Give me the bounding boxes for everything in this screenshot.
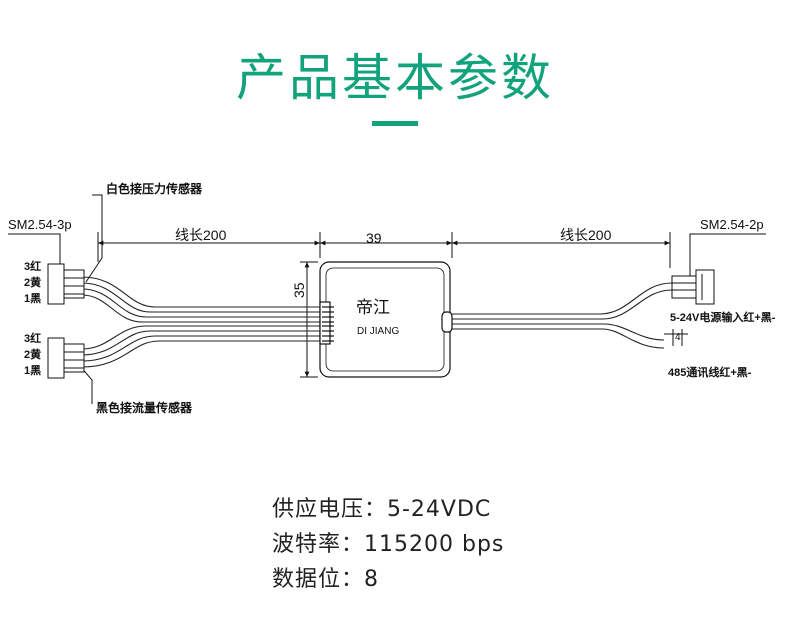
pin-lower-1: 1黑 — [24, 364, 41, 377]
right-length-label: 线长200 — [560, 227, 612, 243]
white-sensor-label: 白色接压力传感器 — [106, 181, 203, 196]
page-title: 产品基本参数 — [236, 49, 554, 107]
pin-lower-2: 2黄 — [24, 347, 41, 361]
connector-right — [671, 269, 715, 305]
module-box — [319, 261, 453, 378]
comm-label: 485通讯线红+黑- — [668, 365, 752, 379]
spec-list: 供应电压：5-24VDC 波特率：115200 bps 数据位：8 — [272, 492, 504, 597]
spec-data-bits: 数据位：8 — [272, 567, 379, 592]
connector-upper — [47, 263, 85, 305]
leader-lines — [8, 194, 766, 404]
brand-en: DI JIANG — [357, 326, 399, 337]
pin-upper-1: 1黑 — [24, 292, 41, 305]
box-height-label: 35 — [291, 282, 307, 298]
dimension-lines — [97, 232, 688, 378]
right-connector-label: SM2.54-2p — [700, 217, 764, 232]
black-sensor-label: 黑色接流量传感器 — [96, 400, 193, 415]
left-length-label: 线长200 — [175, 227, 227, 243]
gap-label: 4 — [675, 332, 681, 343]
pin-lower-3: 3红 — [24, 331, 41, 345]
title-underline — [372, 121, 418, 126]
wires — [81, 276, 673, 368]
connector-lower — [47, 337, 85, 379]
brand-cn: 帝江 — [356, 298, 390, 317]
spec-voltage: 供应电压：5-24VDC — [272, 497, 492, 522]
box-width-label: 39 — [366, 230, 382, 246]
power-input-label: 5-24V电源输入红+黑- — [670, 310, 776, 324]
spec-baud-rate: 波特率：115200 bps — [272, 532, 505, 557]
pin-upper-3: 3红 — [24, 259, 41, 273]
left-connector-label: SM2.54-3p — [8, 217, 72, 232]
pin-upper-2: 2黄 — [24, 275, 41, 289]
